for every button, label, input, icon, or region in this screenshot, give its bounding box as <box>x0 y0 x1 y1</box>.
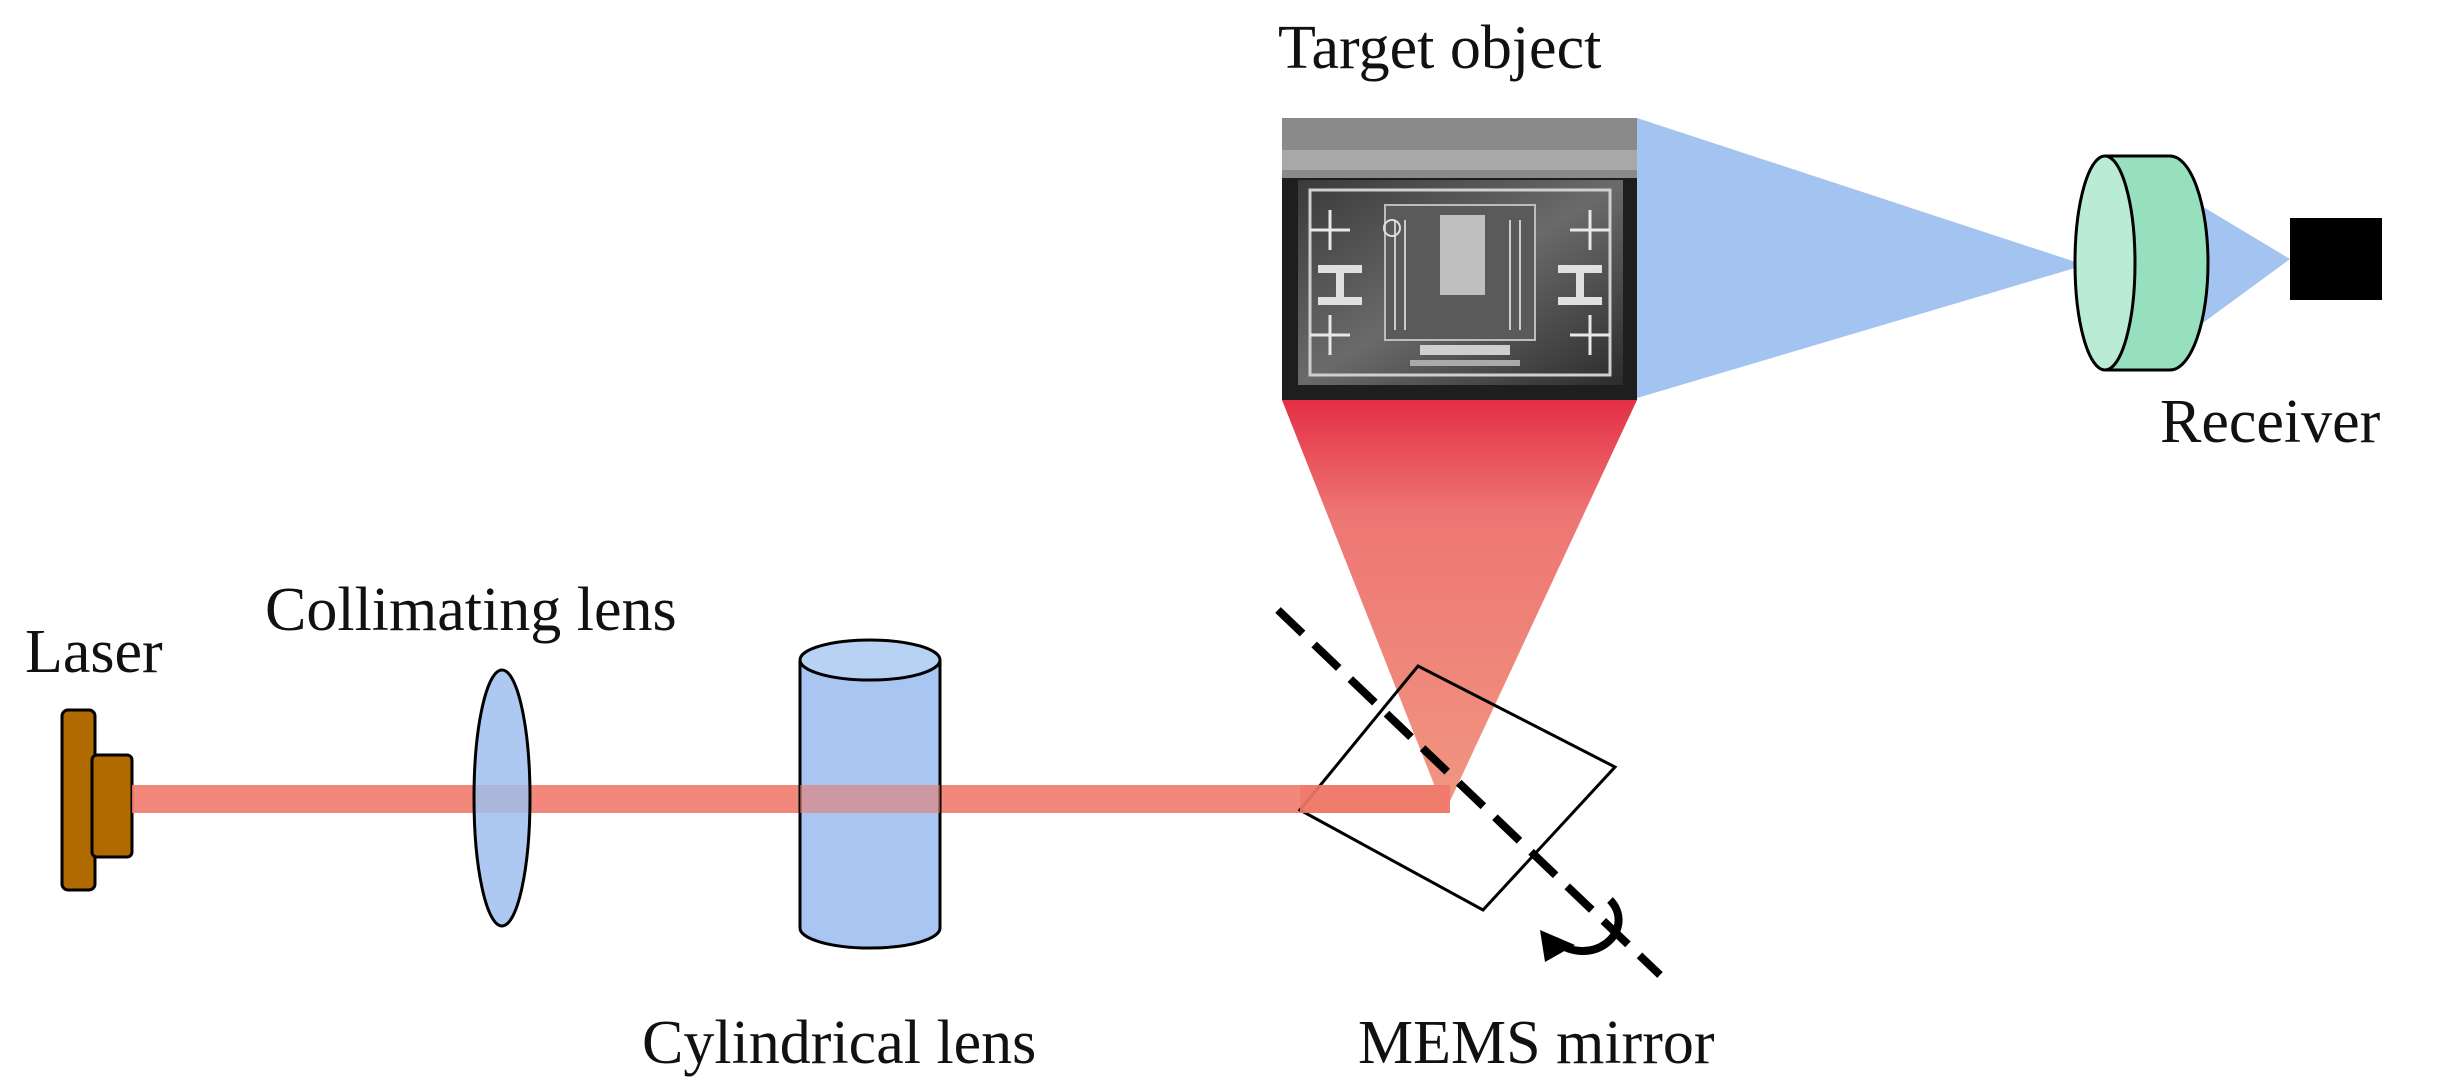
beam-reflection-point <box>1300 785 1450 813</box>
label-cylindrical-lens: Cylindrical lens <box>642 1009 1036 1077</box>
label-collimating-lens: Collimating lens <box>265 576 677 644</box>
label-laser: Laser <box>25 618 163 686</box>
label-receiver: Receiver <box>2160 388 2381 456</box>
laser-beam <box>132 785 1450 813</box>
rotation-arrow-icon <box>1540 897 1623 962</box>
receiver-lens <box>2073 154 2210 372</box>
return-light-cone <box>1637 118 2085 398</box>
collimating-lens <box>472 668 532 928</box>
laser-source <box>60 708 134 892</box>
mems-mirror <box>1297 664 1618 912</box>
label-mems-mirror: MEMS mirror <box>1358 1009 1715 1077</box>
fan-laser-beam <box>1282 400 1637 812</box>
focused-light-cone <box>2200 205 2290 325</box>
label-target-object: Target object <box>1278 14 1601 82</box>
receiver-detector <box>2290 218 2382 300</box>
mems-rotation-axis <box>1275 607 1663 978</box>
laser-beam-through-lens <box>800 785 940 813</box>
target-object-image <box>1282 118 1637 400</box>
